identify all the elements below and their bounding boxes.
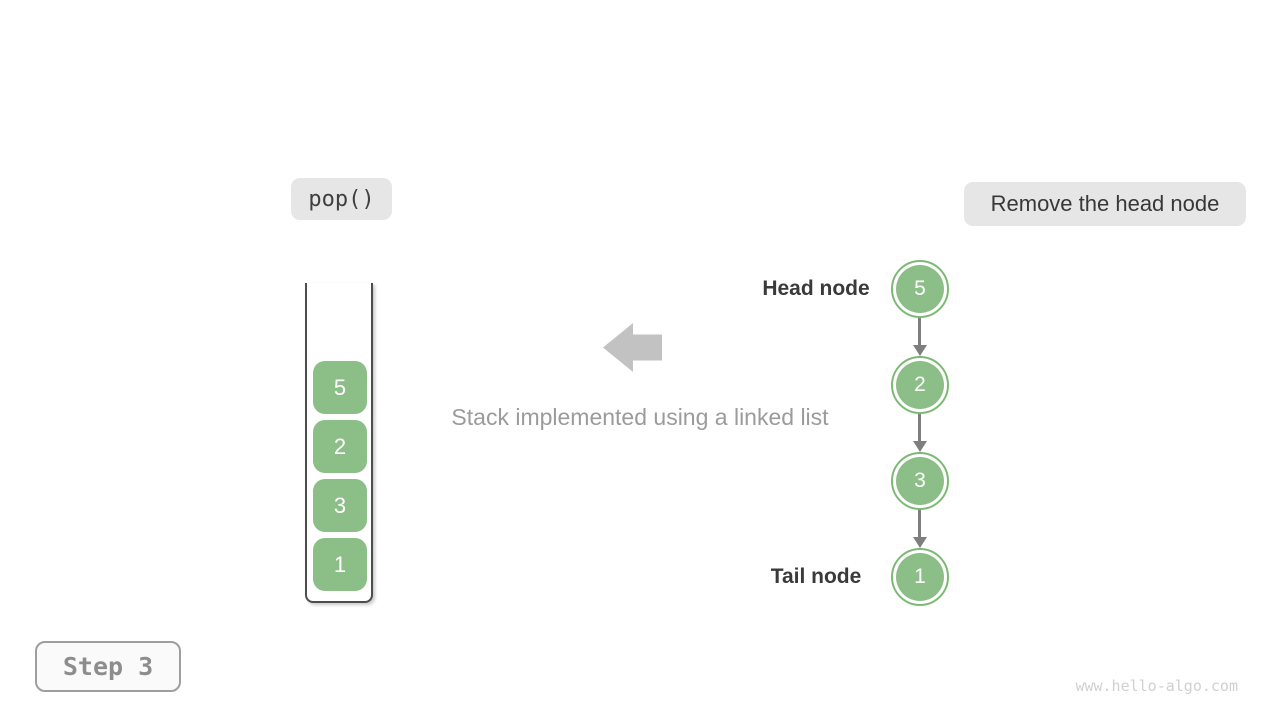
- list-node-value: 5: [896, 265, 944, 313]
- head-node-label: Head node: [762, 277, 870, 300]
- caption-text: Stack implemented using a linked list: [451, 404, 829, 430]
- list-node-value: 3: [896, 457, 944, 505]
- down-arrow-head-icon: [913, 441, 927, 452]
- list-node: 2: [891, 356, 949, 414]
- down-arrow-head-icon: [913, 537, 927, 548]
- stack-item: 3: [313, 479, 367, 532]
- down-arrow-connector: [918, 318, 921, 345]
- watermark: www.hello-algo.com: [1075, 677, 1238, 695]
- list-node: 1: [891, 548, 949, 606]
- tail-node-label: Tail node: [770, 565, 862, 588]
- list-node-value: 2: [896, 361, 944, 409]
- list-node: 3: [891, 452, 949, 510]
- list-node: 5: [891, 260, 949, 318]
- stack-item: 2: [313, 420, 367, 473]
- stack-container: 5 2 3 1: [305, 283, 373, 603]
- left-arrow-icon: [603, 323, 662, 372]
- down-arrow-head-icon: [913, 345, 927, 356]
- down-arrow-connector: [918, 414, 921, 441]
- remove-head-node-badge: Remove the head node: [964, 182, 1246, 226]
- pop-operation-badge: pop(): [291, 178, 392, 220]
- step-badge: Step 3: [35, 641, 181, 692]
- list-node-value: 1: [896, 553, 944, 601]
- stack-item: 5: [313, 361, 367, 414]
- stack-item: 1: [313, 538, 367, 591]
- down-arrow-connector: [918, 510, 921, 537]
